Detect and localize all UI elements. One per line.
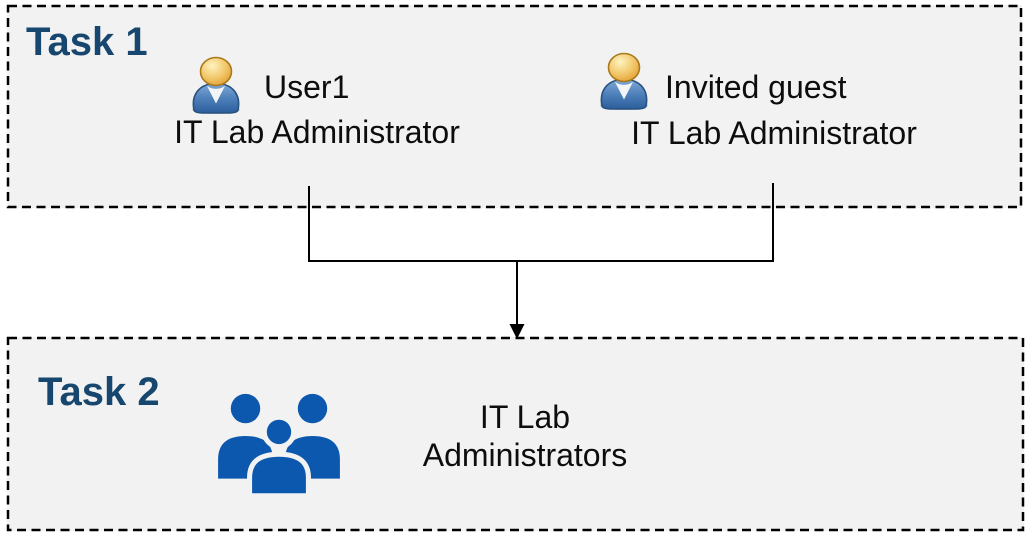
user1-name: User1 xyxy=(264,69,350,105)
invited-guest-name: Invited guest xyxy=(665,69,847,105)
invited-guest-role: IT Lab Administrator xyxy=(631,115,917,151)
task2-label: Task 2 xyxy=(38,370,160,414)
group-name-line2: Administrators xyxy=(422,437,628,473)
person-icon xyxy=(191,56,241,114)
user1-role: IT Lab Administrator xyxy=(174,114,460,150)
group-name-line1: IT Lab xyxy=(479,399,571,435)
person-icon xyxy=(599,52,649,110)
task1-box xyxy=(7,5,1022,208)
task1-label: Task 1 xyxy=(26,20,148,64)
group-name: IT Lab Administrators xyxy=(390,398,660,474)
people-group-icon xyxy=(218,393,340,496)
